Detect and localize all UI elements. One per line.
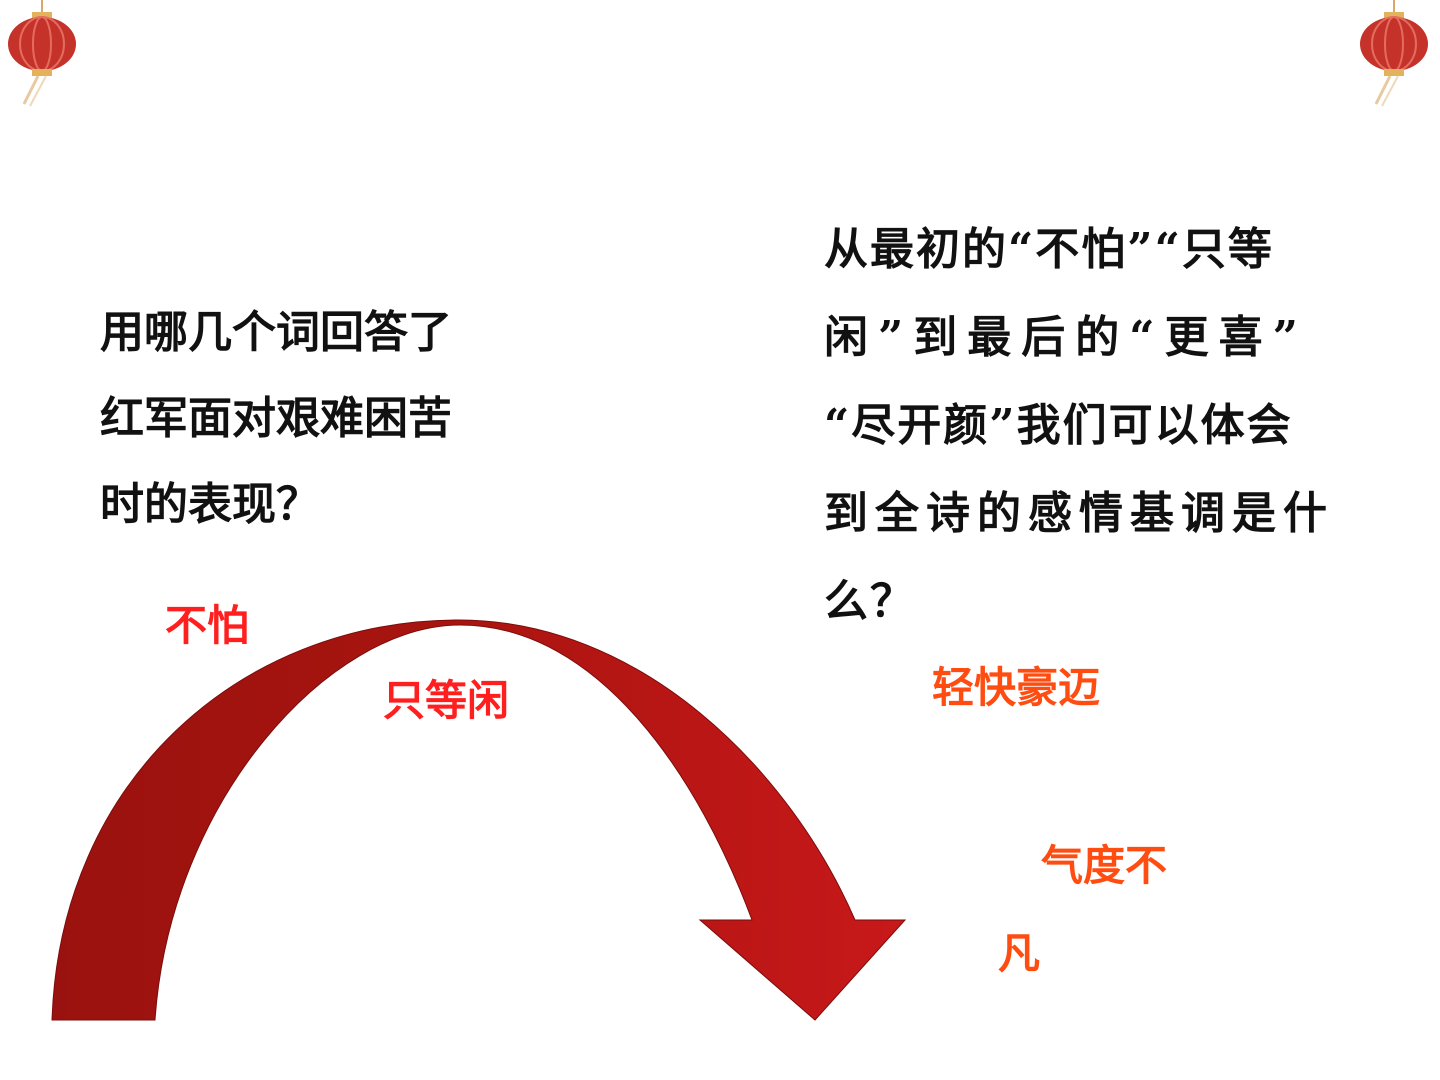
left-question-line: 时的表现？	[100, 479, 320, 530]
answer-qidu-line1: 气度不	[1041, 841, 1168, 890]
right-question-line: 从最初的“不怕”“只等	[824, 224, 1274, 275]
lantern-icon-left	[8, 0, 76, 107]
right-question-line: 么？	[824, 576, 916, 627]
left-question: 用哪几个词回答了 红军面对艰难困苦 时的表现？	[100, 290, 452, 548]
left-question-line: 红军面对艰难困苦	[100, 393, 452, 444]
answer-qidu-line2: 凡	[998, 929, 1041, 978]
left-question-line: 用哪几个词回答了	[100, 307, 452, 358]
answer-bupa: 不怕	[165, 601, 250, 650]
right-question-line: 到全诗的感情基调是什	[824, 488, 1334, 539]
lantern-icon-right	[1360, 0, 1428, 107]
right-question-line: 闲”到最后的“更喜”	[824, 312, 1308, 363]
right-question: 从最初的“不怕”“只等 闲”到最后的“更喜” “尽开颜”我们可以体会 到全诗的感…	[824, 206, 1334, 646]
right-question-line: “尽开颜”我们可以体会	[824, 400, 1293, 451]
answer-qingkuai: 轻快豪迈	[932, 663, 1101, 712]
answer-zhidengxian: 只等闲	[383, 676, 510, 725]
